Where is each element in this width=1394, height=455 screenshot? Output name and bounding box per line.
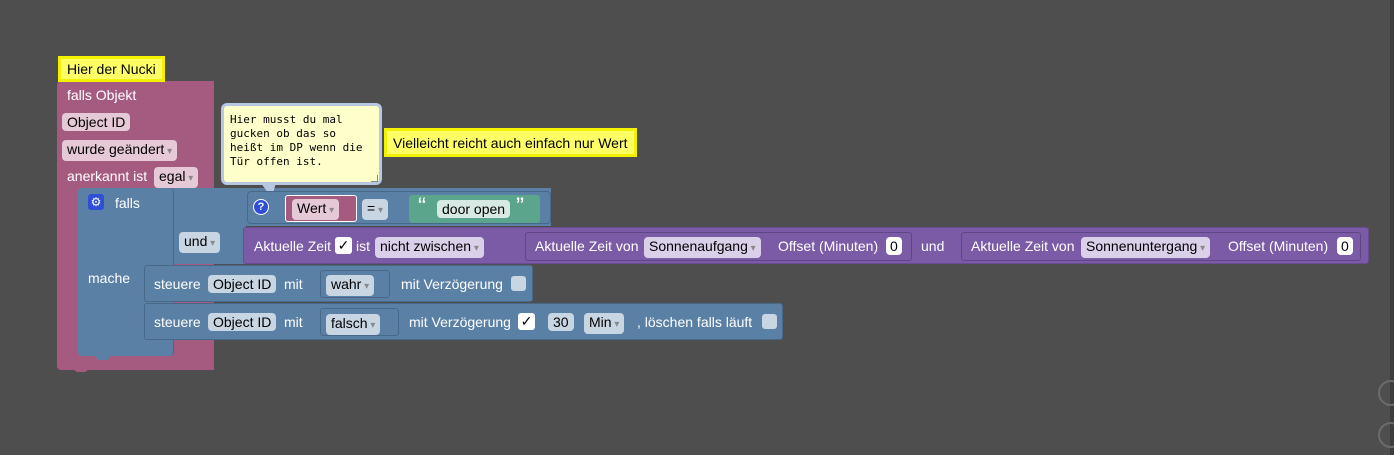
set1-mit: mit [284, 276, 303, 292]
time-a-offset-field[interactable]: 0 [886, 237, 902, 255]
set1-object-id[interactable]: Object ID [208, 275, 277, 293]
set1-label: steuere [154, 276, 201, 292]
set2-delay-label: mit Verzögerung [409, 314, 511, 330]
time-b-offset-label: Offset (Minuten) [1228, 238, 1329, 254]
set1-delay-label: mit Verzögerung [401, 276, 503, 292]
set2-delay-field[interactable]: 30 [548, 313, 574, 331]
side-comment[interactable]: Vielleicht reicht auch einfach nur Wert [384, 128, 637, 157]
if-block-bottom-nub [96, 352, 110, 360]
time-label: Aktuelle Zeit [254, 238, 332, 254]
note-bubble-text: Hier musst du mal gucken ob das so heißt… [230, 113, 363, 168]
workspace-scrollbar[interactable] [1390, 0, 1394, 455]
set1-delay-checkbox[interactable] [511, 276, 526, 291]
set2-unit-dropdown[interactable]: Min [584, 313, 625, 334]
time-b-offset-field[interactable]: 0 [1337, 237, 1353, 255]
set2-delay-checkbox[interactable]: ✓ [518, 313, 535, 330]
time-a-offset-label: Offset (Minuten) [778, 238, 879, 254]
set2-clear-checkbox[interactable] [762, 314, 777, 329]
object-id-field[interactable]: Object ID [62, 113, 131, 131]
ack-label: anerkannt ist [67, 168, 148, 184]
set2-mit: mit [284, 314, 303, 330]
trigger-block-bottom-nub [74, 366, 88, 372]
time-a-label: Aktuelle Zeit von [535, 238, 639, 254]
sunset-dropdown[interactable]: Sonnenuntergang [1081, 237, 1211, 258]
set1-value-dropdown[interactable]: wahr [326, 275, 375, 296]
time-b-block[interactable] [961, 232, 1361, 261]
sunrise-dropdown[interactable]: Sonnenaufgang [644, 237, 761, 258]
set1-value-block [320, 270, 390, 298]
set2-label: steuere [154, 314, 201, 330]
time-and-label: und [921, 238, 945, 254]
quote-open: “ [418, 193, 426, 220]
logic-operator-dropdown[interactable]: und [179, 232, 221, 253]
ack-dropdown[interactable]: egal [154, 167, 199, 188]
note-bubble[interactable]: Hier musst du mal gucken ob das so heißt… [221, 103, 382, 185]
zoom-reset-icon[interactable] [1378, 380, 1394, 406]
time-a-block[interactable] [525, 232, 912, 261]
gear-icon[interactable]: ⚙ [88, 194, 104, 210]
value-dropdown[interactable]: Wert [292, 199, 340, 220]
trigger-title: falls Objekt [67, 87, 137, 103]
set2-value-block [320, 308, 399, 336]
operator-dropdown[interactable]: = [362, 199, 388, 220]
resize-handle-icon[interactable] [371, 175, 378, 182]
zoom-in-icon[interactable] [1378, 422, 1394, 448]
if-label: falls [115, 195, 140, 211]
ist-label: ist [356, 238, 370, 254]
text-field[interactable]: door open [437, 200, 511, 218]
question-icon[interactable]: ? [253, 199, 269, 215]
set2-value-dropdown[interactable]: falsch [326, 314, 381, 335]
condition-dropdown[interactable]: wurde geändert [62, 140, 178, 161]
time-checkbox[interactable]: ✓ [335, 237, 352, 254]
hat-comment[interactable]: Hier der Nucki [58, 56, 165, 82]
set2-object-id[interactable]: Object ID [208, 313, 277, 331]
time-b-label: Aktuelle Zeit von [971, 238, 1075, 254]
set2-clear-label: , löschen falls läuft [637, 314, 753, 330]
do-label: mache [88, 270, 131, 286]
quote-close: ” [516, 193, 524, 220]
mode-dropdown[interactable]: nicht zwischen [375, 237, 484, 258]
